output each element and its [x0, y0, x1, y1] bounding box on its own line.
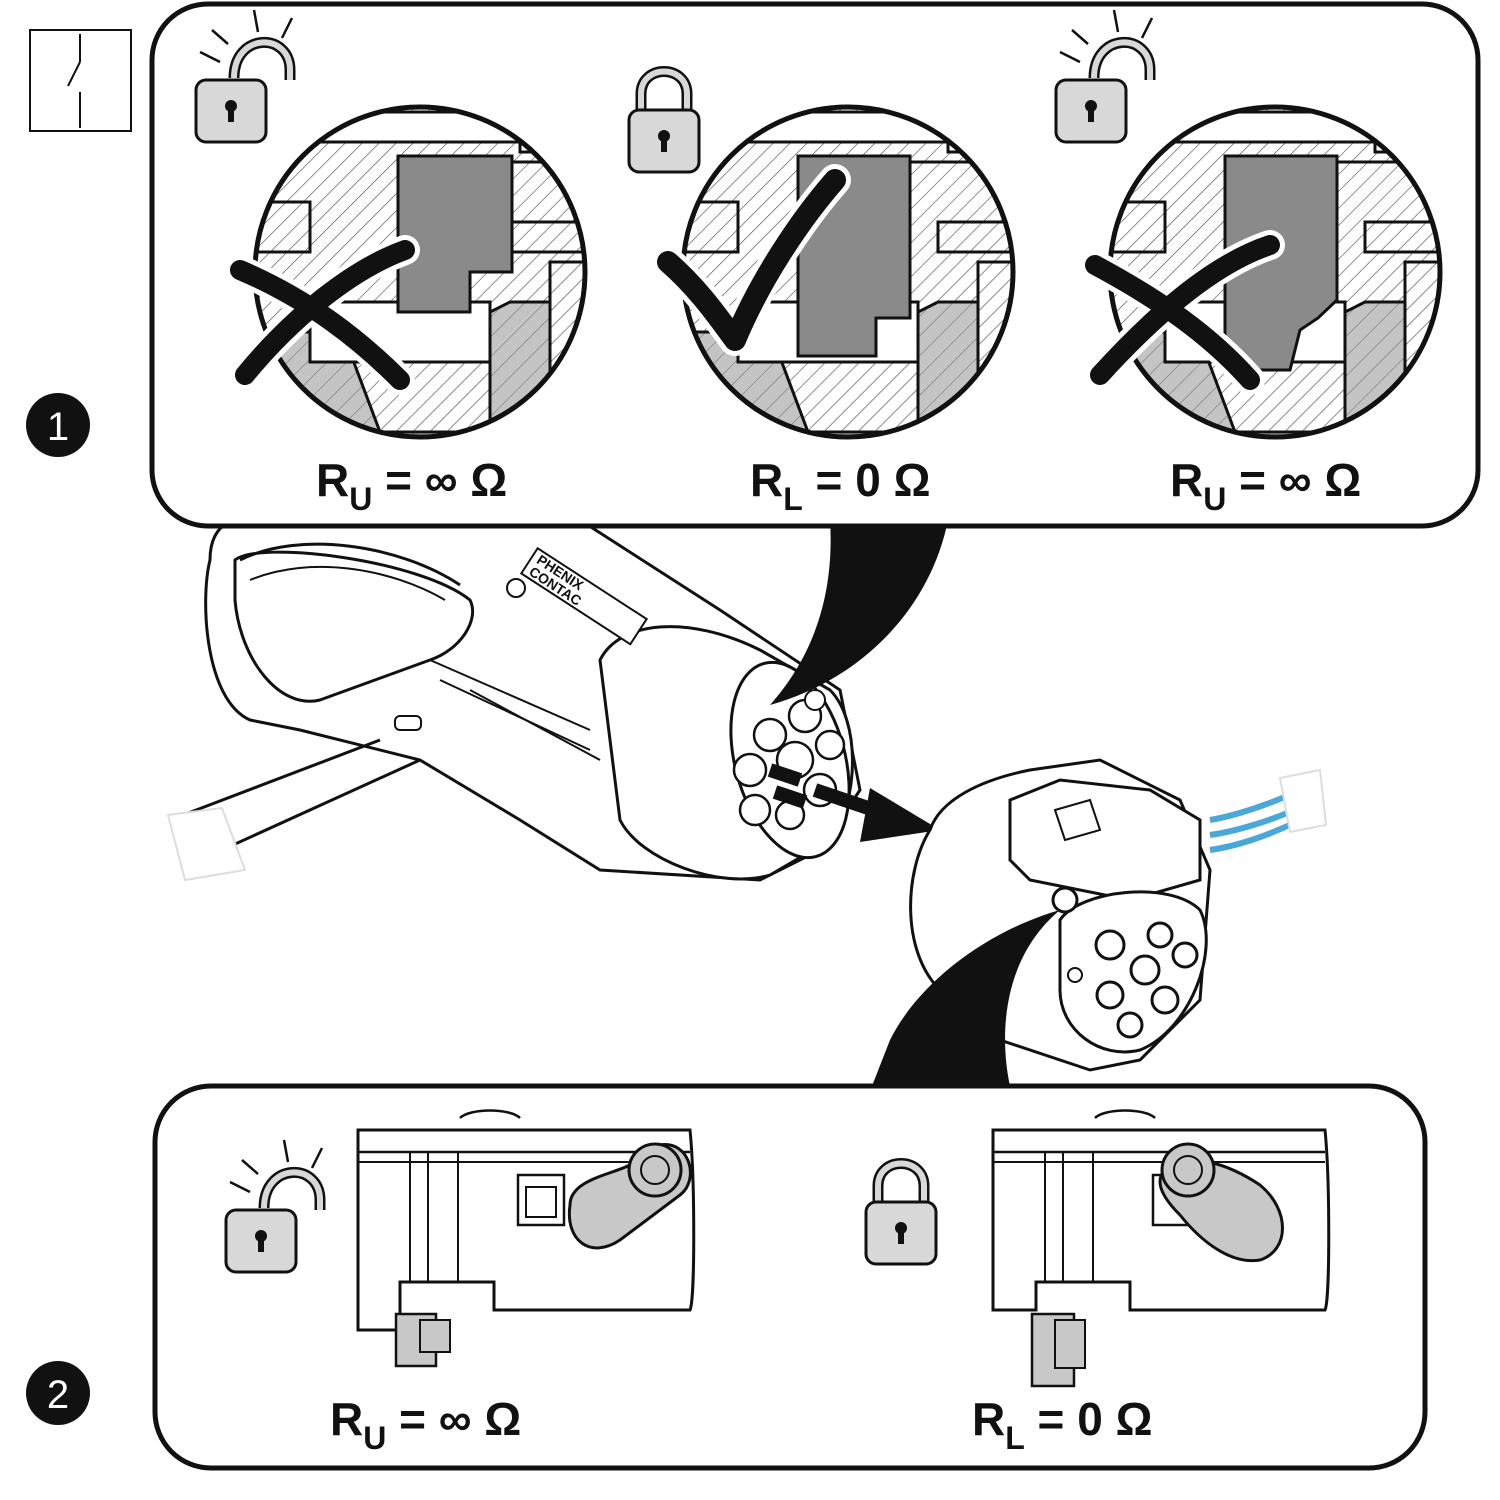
detail-locked-center: RL = 0 Ω	[629, 72, 1016, 517]
charging-plug: PHENIX CONTAC	[166, 515, 862, 882]
callout-wedge-top	[770, 520, 948, 705]
resistance-label-4: RU = ∞ Ω	[330, 1393, 521, 1456]
check-mark-icon	[652, 164, 851, 356]
callout-wedge-bottom	[872, 910, 1060, 1086]
panel-1: RU = ∞ Ω RL = 0 Ω	[149, 1, 1481, 529]
actuator-unlocked: RU = ∞ Ω	[226, 1109, 696, 1456]
resistance-label-3: RU = ∞ Ω	[1170, 454, 1361, 517]
detail-unlocked-left: RU = ∞ Ω	[196, 10, 588, 517]
resistance-label-2: RL = 0 Ω	[750, 454, 930, 517]
insert-arrow-icon	[767, 763, 940, 842]
actuator-locked: RL = 0 Ω	[866, 1109, 1331, 1456]
svg-text:1: 1	[47, 405, 69, 449]
cross-mark-icon	[225, 235, 420, 395]
panel-2: RU = ∞ Ω RL = 0 Ω	[152, 1083, 1428, 1471]
svg-text:2: 2	[47, 1373, 69, 1417]
resistance-label-5: RL = 0 Ω	[972, 1393, 1152, 1456]
step-2-badge: 2	[26, 1361, 90, 1425]
detail-unlocked-right: RU = ∞ Ω	[1056, 10, 1443, 517]
resistance-label-1: RU = ∞ Ω	[316, 454, 507, 517]
cross-mark-icon	[1080, 230, 1285, 395]
switch-symbol-icon	[29, 29, 132, 132]
step-1-badge: 1	[26, 393, 90, 457]
